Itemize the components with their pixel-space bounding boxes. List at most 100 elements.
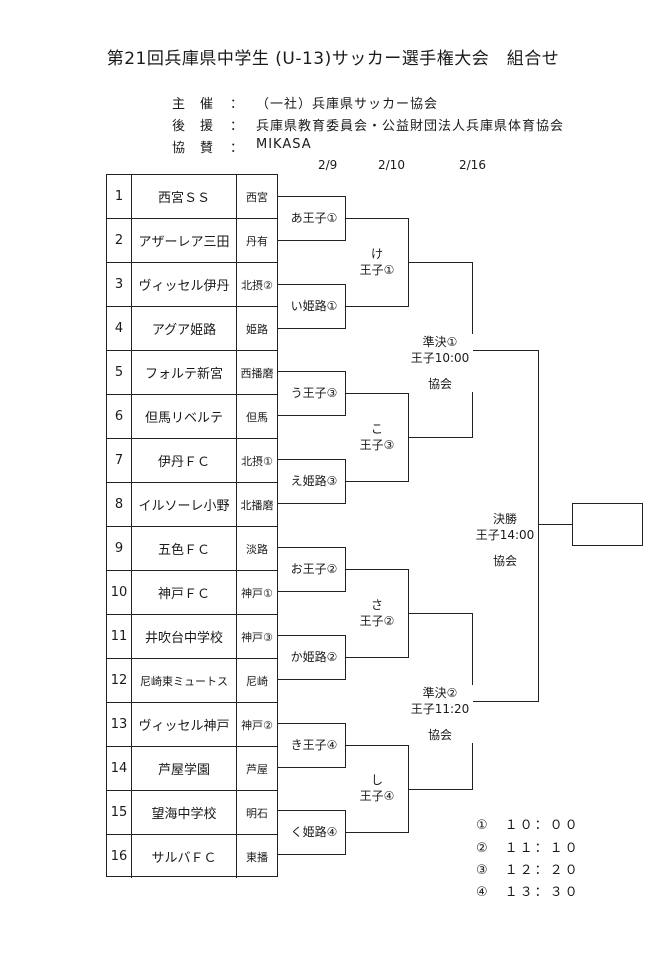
sponsor-value: MIKASA: [256, 137, 312, 152]
match-venue: 王子④: [359, 789, 395, 803]
bracket-line: [472, 350, 538, 351]
team-name: 但馬リベルテ: [132, 395, 237, 438]
team-row: 14 芦屋学園 芦屋: [107, 746, 277, 790]
supporter-label: 後 援: [172, 119, 215, 134]
team-table: 1 西宮ＳＳ 西宮 2 アザーレア三田 丹有 3 ヴィッセル伊丹 北摂② 4 ア…: [106, 174, 278, 878]
match-venue: 王子③: [359, 438, 395, 452]
team-row: 1 西宮ＳＳ 西宮: [107, 175, 277, 218]
team-name: フォルテ新宮: [132, 351, 237, 394]
match-id: け: [370, 247, 383, 261]
team-name: アグア姫路: [132, 307, 237, 350]
team-number: 7: [107, 439, 132, 482]
team-region: 明石: [246, 806, 268, 820]
bracket-line: [278, 767, 345, 768]
team-row: 15 望海中学校 明石: [107, 790, 277, 834]
match-label: え姫路③: [286, 474, 342, 488]
bracket-line: [345, 218, 408, 219]
match-id: こ: [370, 422, 383, 436]
team-row: 3 ヴィッセル伊丹 北摂②: [107, 262, 277, 306]
bracket-line: [278, 679, 345, 680]
team-name: 伊丹ＦＣ: [132, 439, 237, 482]
match-label: き王子④: [286, 738, 342, 752]
team-name: サルバＦＣ: [132, 835, 237, 878]
date-final: 2/16: [459, 158, 486, 172]
team-number: 5: [107, 351, 132, 394]
team-row: 6 但馬リベルテ 但馬: [107, 394, 277, 438]
team-number: 2: [107, 219, 132, 262]
match-id: さ: [370, 598, 383, 612]
bracket-line: [278, 328, 345, 329]
match-id: し: [370, 773, 383, 787]
bracket-line: [408, 789, 472, 790]
team-region: 西宮: [246, 190, 268, 204]
team-name: アザーレア三田: [132, 219, 237, 262]
sponsor-label: 協 賛: [172, 141, 215, 156]
team-number: 9: [107, 527, 132, 570]
match-label: お王子②: [286, 562, 342, 576]
match-referee: 協会: [427, 377, 452, 391]
team-name: ヴィッセル神戸: [132, 703, 237, 746]
bracket-line: [278, 810, 345, 811]
team-region: 神戸③: [241, 630, 273, 644]
match-venue: 王子①: [359, 263, 395, 277]
colon: ：: [230, 119, 245, 134]
team-name: 尼崎東ミュートス: [132, 659, 237, 702]
bracket-line: [408, 262, 472, 263]
team-row: 12 尼崎東ミュートス 尼崎: [107, 658, 277, 702]
match-label: い姫路①: [286, 299, 342, 313]
team-region: 北摂②: [241, 278, 273, 292]
team-number: 15: [107, 791, 132, 834]
team-row: 7 伊丹ＦＣ 北摂①: [107, 438, 277, 482]
bracket-line: [278, 591, 345, 592]
team-name: ヴィッセル伊丹: [132, 263, 237, 306]
team-region: 神戸①: [241, 586, 273, 600]
bracket-line: [278, 459, 345, 460]
organizer-label: 主 催: [172, 97, 215, 112]
team-region: 但馬: [246, 410, 268, 424]
team-region: 姫路: [246, 322, 268, 336]
bracket-line: [278, 635, 345, 636]
match-time: 王子10:00: [410, 351, 470, 365]
team-name: 芦屋学園: [132, 747, 237, 790]
team-row: 4 アグア姫路 姫路: [107, 306, 277, 350]
match-label: け 王子①: [352, 246, 402, 278]
team-region: 北摂①: [241, 454, 273, 468]
team-row: 8 イルソーレ小野 北播磨: [107, 482, 277, 526]
bracket-line: [345, 745, 408, 746]
team-number: 8: [107, 483, 132, 526]
bracket-line: [278, 854, 345, 855]
team-region: 神戸②: [241, 718, 273, 732]
date-round2: 2/10: [378, 158, 405, 172]
team-row: 13 ヴィッセル神戸 神戸②: [107, 702, 277, 746]
team-number: 12: [107, 659, 132, 702]
page-title: 第21回兵庫県中学生 (U-13)サッカー選手権大会 組合せ: [106, 49, 560, 69]
team-row: 9 五色ＦＣ 淡路: [107, 526, 277, 570]
match-label: う王子③: [286, 386, 342, 400]
bracket-line: [345, 569, 408, 570]
match-label: あ王子①: [286, 211, 342, 225]
match-label: か姫路②: [286, 650, 342, 664]
bracket-line: [472, 701, 538, 702]
team-number: 10: [107, 571, 132, 614]
team-number: 4: [107, 307, 132, 350]
team-number: 11: [107, 615, 132, 658]
bracket-line: [278, 415, 345, 416]
semifinal-label: 準決② 王子11:20 協会: [407, 685, 473, 743]
bracket-line: [345, 306, 408, 307]
bracket-line: [278, 240, 345, 241]
team-number: 3: [107, 263, 132, 306]
semifinal-label: 準決① 王子10:00 協会: [407, 334, 473, 392]
match-id: 準決②: [422, 686, 458, 700]
team-region: 北播磨: [240, 498, 274, 512]
team-row: 16 サルバＦＣ 東播: [107, 834, 277, 878]
match-referee: 協会: [427, 728, 452, 742]
team-name: 五色ＦＣ: [132, 527, 237, 570]
team-row: 10 神戸ＦＣ 神戸①: [107, 570, 277, 614]
team-name: イルソーレ小野: [132, 483, 237, 526]
organizer-value: （一社）兵庫県サッカー協会: [256, 97, 439, 112]
bracket-line: [345, 481, 408, 482]
time-legend-item: ① １０：００: [476, 818, 580, 833]
team-region: 東播: [246, 850, 268, 864]
match-time: 王子11:20: [410, 702, 470, 716]
match-time: 王子14:00: [475, 528, 535, 542]
